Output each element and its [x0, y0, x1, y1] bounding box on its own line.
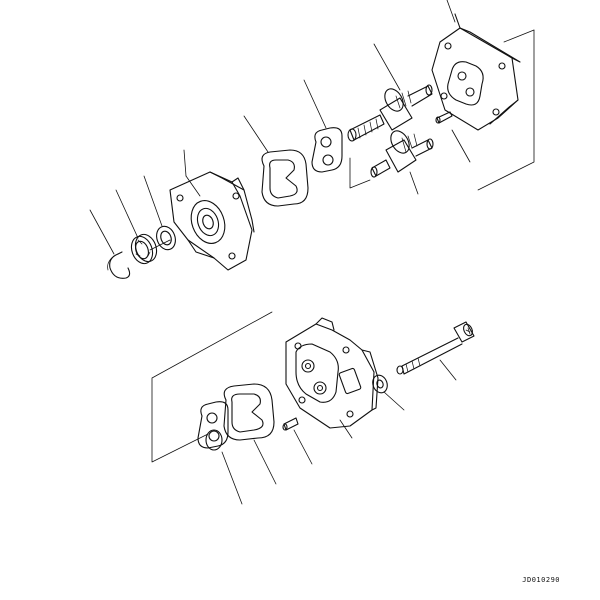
- seal-gasket: [243, 115, 309, 207]
- leader-bracket-lower: [151, 311, 273, 463]
- bearing: [115, 189, 158, 265]
- washer: [372, 374, 405, 411]
- snap-ring: [89, 209, 131, 279]
- seal-gasket: [223, 383, 277, 485]
- dowel-pin: [435, 111, 471, 163]
- mounting-bolt: [396, 321, 475, 381]
- leader-bracket-upper: [349, 29, 535, 191]
- drawing-code: JD010290: [522, 576, 560, 584]
- assembly-axis-upper: [149, 239, 171, 251]
- drive-gear-shaft: [347, 43, 433, 142]
- front-housing: [169, 149, 255, 271]
- gear-housing: [431, 0, 521, 131]
- driven-gear: [370, 130, 434, 195]
- wear-plate: [303, 79, 343, 173]
- washer: [143, 175, 176, 251]
- wear-plate: [197, 401, 243, 505]
- dowel-pin: [282, 417, 313, 465]
- rear-cover: [285, 317, 379, 439]
